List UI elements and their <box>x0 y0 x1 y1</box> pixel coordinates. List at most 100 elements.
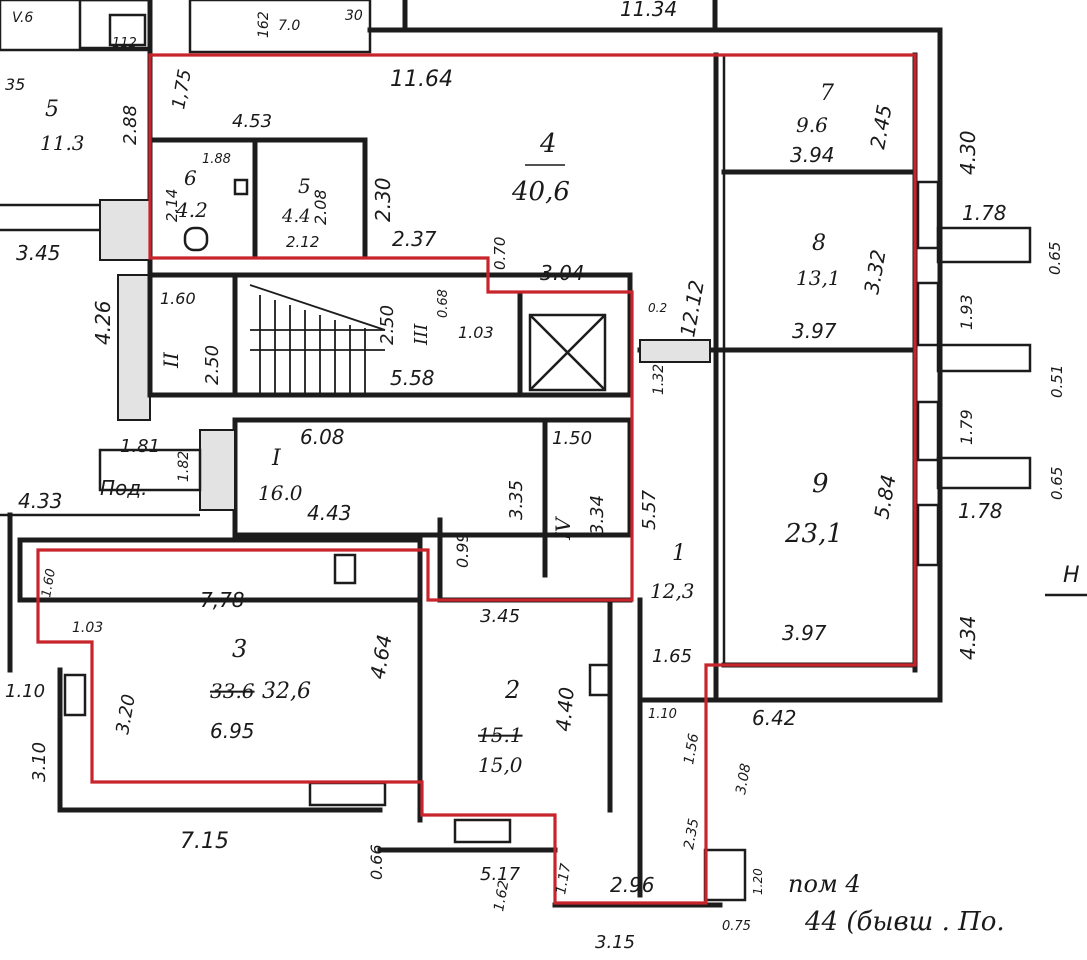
dim-label: 2.14 <box>163 189 181 222</box>
dim-label: 0.51 <box>1048 365 1066 398</box>
room-4-area: 40,6 <box>511 177 570 207</box>
room-2-area: 15,0 <box>478 753 523 777</box>
room-8-number: 8 <box>812 231 826 256</box>
room-3-area: 32,6 <box>262 679 311 704</box>
dim-label: 5.84 <box>869 473 900 521</box>
room-labels: 4 40,6 6 4.2 5 4.4 7 9.6 8 13,1 9 23,1 3… <box>40 81 843 777</box>
dim-label: 35 <box>5 75 25 94</box>
dim-label: 30 <box>345 8 363 24</box>
elevator-shaft <box>528 313 607 392</box>
dim-label: 0.65 <box>1046 242 1064 275</box>
dim-label: 2.50 <box>202 345 223 385</box>
top-mid-room <box>188 0 372 54</box>
room-9-number: 9 <box>812 469 829 499</box>
dim-label: 3.20 <box>112 693 140 736</box>
fixture <box>233 178 249 196</box>
dim-label: 3.04 <box>540 261 585 285</box>
dim-label: Н <box>1063 563 1080 588</box>
window <box>916 281 940 347</box>
dim-label: 0.65 <box>1048 467 1066 500</box>
dim-label: 1.88 <box>202 152 231 167</box>
room-II-number: II <box>159 351 183 369</box>
dim-label: 1.79 <box>957 409 976 445</box>
dim-label: 1.17 <box>553 862 574 896</box>
dim-label: 1.60 <box>39 568 59 599</box>
stair-block <box>147 272 633 398</box>
dim-label: 5.57 <box>639 489 660 530</box>
dim-label: 3.32 <box>859 248 890 296</box>
dim-label: 7.15 <box>180 829 229 854</box>
fixture <box>333 553 357 585</box>
room-2-area-old: 15.1 <box>478 723 523 747</box>
top-wc-fixture <box>108 13 147 47</box>
dim-label: 1.10 <box>648 707 677 722</box>
dim-label: 0.70 <box>491 237 509 270</box>
room-I-area: 16.0 <box>258 481 303 505</box>
dim-label: 2.88 <box>120 105 141 145</box>
room-7-number: 7 <box>820 81 834 106</box>
dim-label: 0.99 <box>453 532 472 568</box>
dim-label: 1.56 <box>681 732 702 766</box>
wall-block <box>99 199 151 261</box>
dim-label: 3.10 <box>29 742 50 782</box>
room-III-number: III <box>411 323 432 346</box>
dim-label: 4.40 <box>551 686 579 732</box>
room-3-number: 3 <box>232 635 247 663</box>
dim-label: 0.75 <box>722 919 751 934</box>
dim-label: 2.45 <box>865 103 896 151</box>
dim-label: 1.82 <box>176 451 192 482</box>
dim-label: 1.78 <box>958 499 1003 523</box>
pod-label: Под. <box>100 476 147 500</box>
elevator-cross <box>529 314 606 391</box>
dim-label: 2.37 <box>392 227 437 251</box>
dim-label: 3.45 <box>16 241 61 265</box>
dim-label: 4.64 <box>365 633 396 681</box>
room-6-number: 6 <box>184 166 197 190</box>
dim-label: 4.33 <box>18 489 63 513</box>
balcony <box>936 226 1032 264</box>
dim-label: 2.96 <box>610 873 655 897</box>
dim-label: 7,78 <box>200 588 245 612</box>
dim-label: 3.08 <box>733 762 754 796</box>
dim-label: 4.26 <box>91 300 115 345</box>
dim-label: 4.30 <box>956 130 980 175</box>
dim-label: 1.03 <box>72 620 103 636</box>
dim-label: 112 <box>112 36 137 51</box>
note-line-1: пом 4 <box>788 870 861 898</box>
dim-label: 1,75 <box>168 68 196 111</box>
entrance-step <box>703 848 747 902</box>
walls <box>0 0 1087 908</box>
dim-label: 1.32 <box>651 364 667 395</box>
dim-label: 2.30 <box>371 177 395 222</box>
dim-label: 2.35 <box>681 817 702 851</box>
dim-label: 1.62 <box>491 879 512 913</box>
wall-hatch <box>639 339 711 363</box>
dim-label: 1.65 <box>652 646 692 667</box>
wall-block <box>117 274 151 421</box>
room-3-area-old: 33.6 <box>210 679 255 703</box>
dim-label: V.6 <box>12 10 33 26</box>
dim-label: 3.97 <box>792 319 837 343</box>
room-2-number: 2 <box>504 676 520 704</box>
room-I-number: I <box>271 446 282 471</box>
room-IV-number: IV <box>551 515 575 541</box>
room-5-outer-area: 11.3 <box>40 131 85 155</box>
dim-label: 6.42 <box>752 706 797 730</box>
dim-label: 7.0 <box>278 18 300 34</box>
stair-diagonal <box>249 284 386 331</box>
dim-label: 12.12 <box>675 278 709 339</box>
room-4-number: 4 <box>539 129 557 159</box>
dim-label: 3.34 <box>587 495 608 535</box>
dim-label: 3.45 <box>480 606 520 627</box>
dim-label: 0.68 <box>436 289 451 318</box>
window <box>63 673 87 717</box>
window <box>453 818 512 844</box>
wall-block <box>199 429 236 511</box>
room-5-outer-number: 5 <box>45 97 59 122</box>
dim-label: 1.10 <box>5 681 45 702</box>
room-1-number: 1 <box>672 541 686 566</box>
dim-label: 0.66 <box>367 844 386 880</box>
dim-label: 11.64 <box>390 67 453 92</box>
room-9-area: 23,1 <box>784 519 843 549</box>
